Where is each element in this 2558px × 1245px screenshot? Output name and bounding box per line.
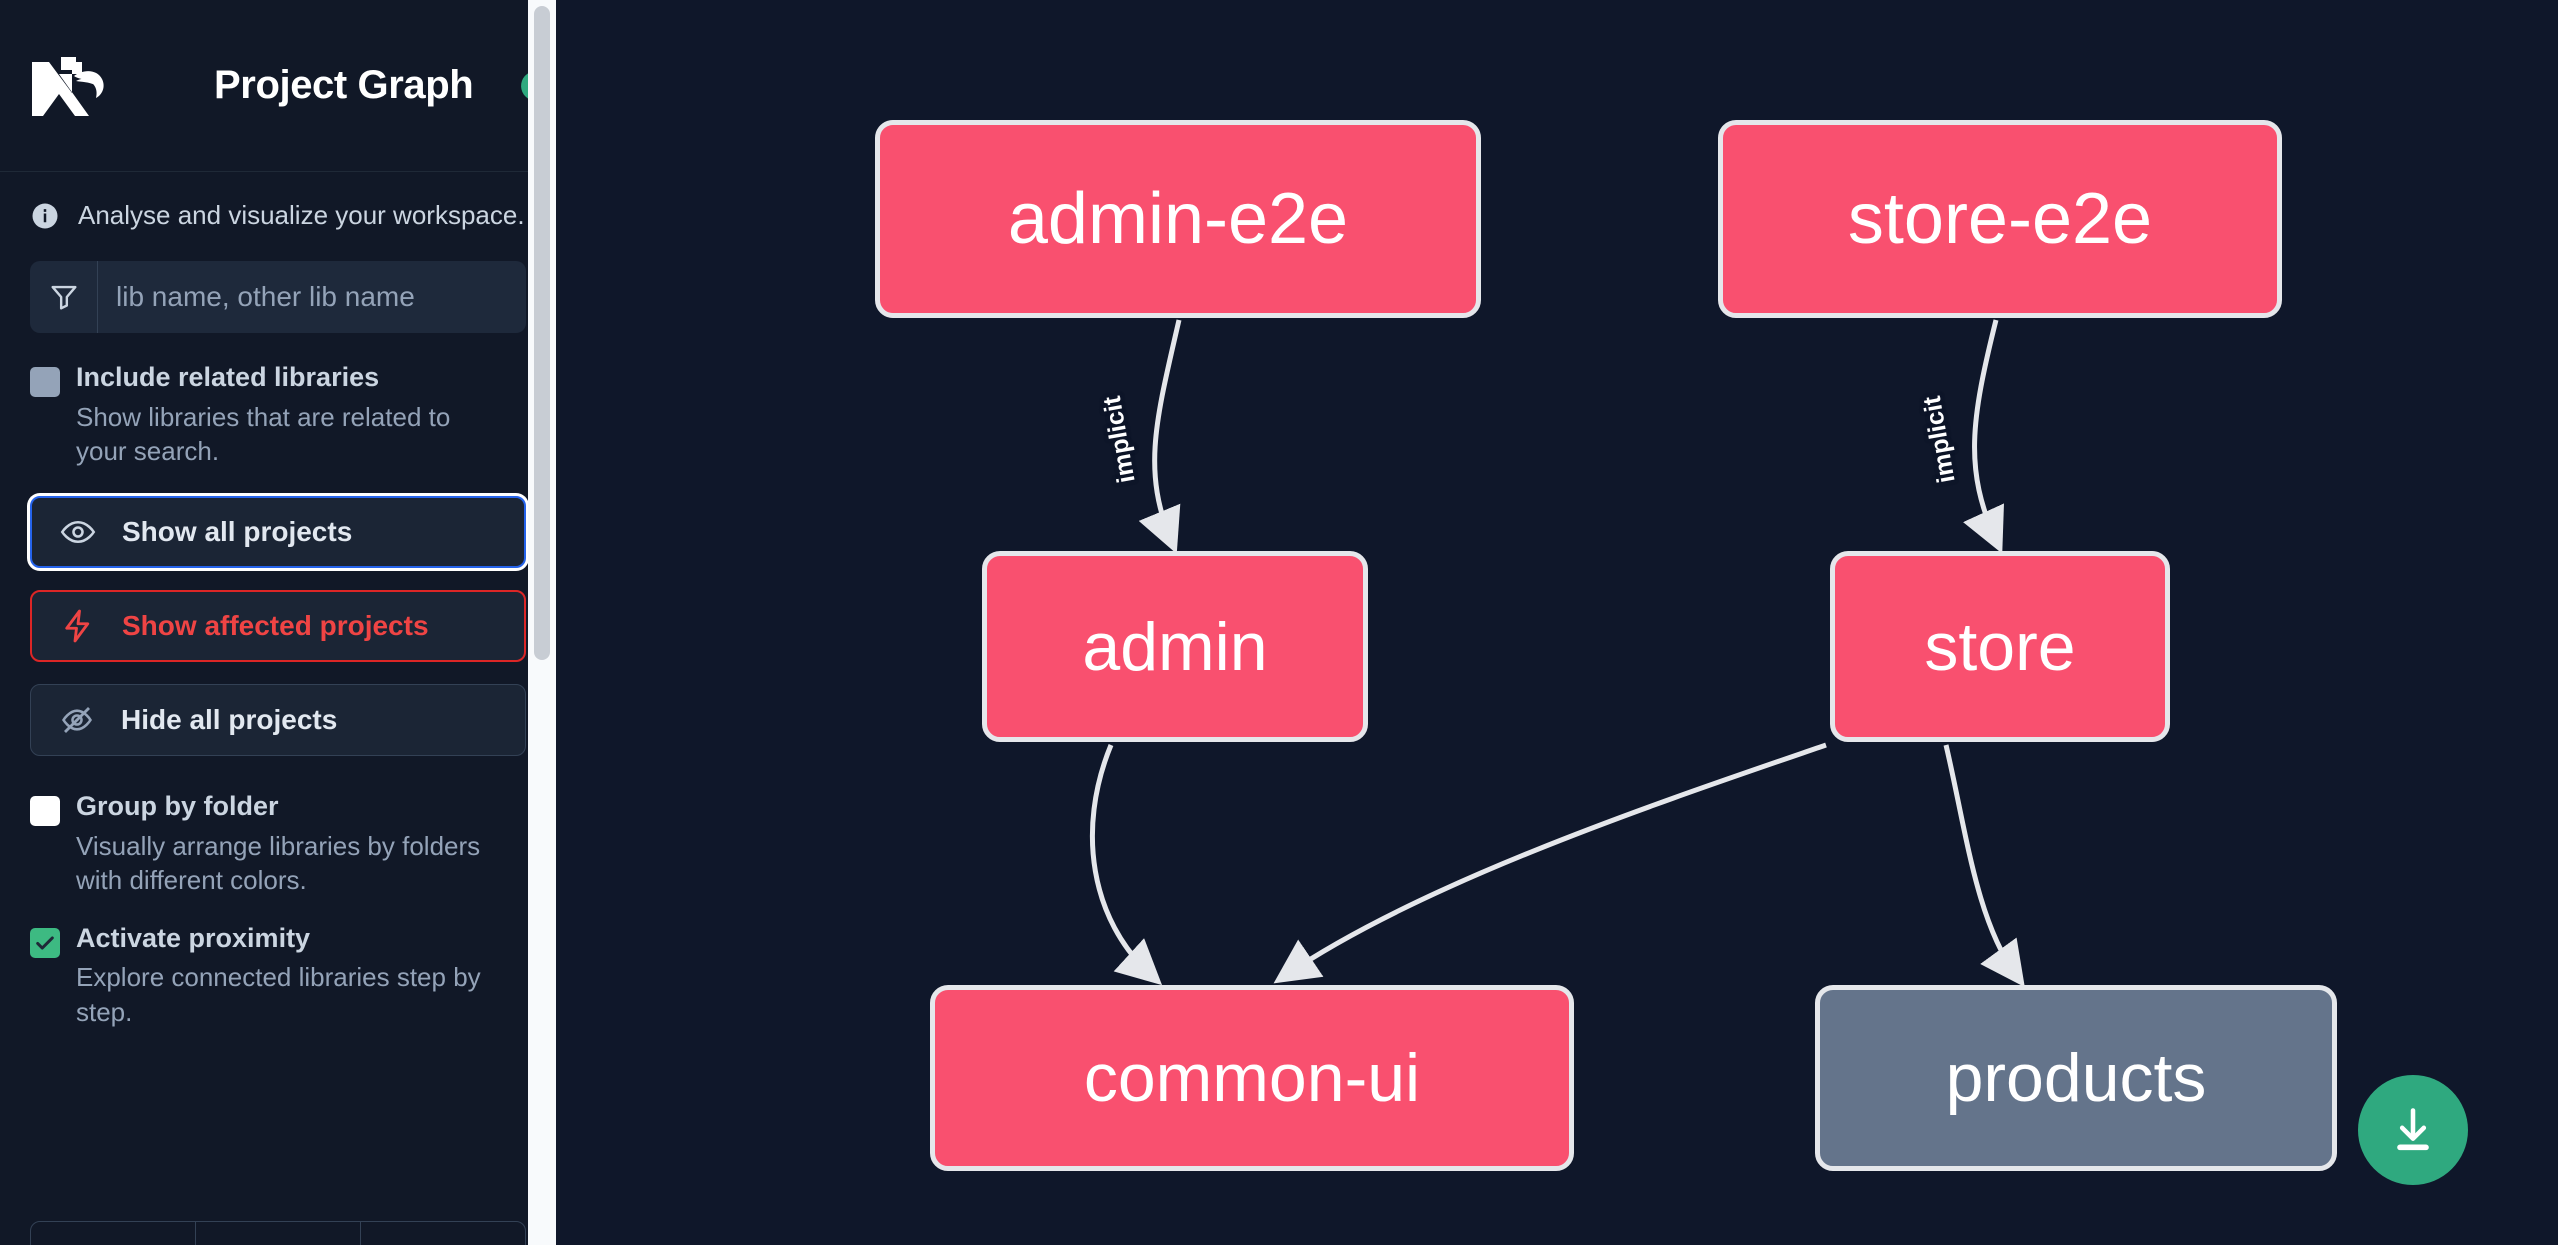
eye-off-icon: [59, 702, 95, 738]
show-affected-projects-button[interactable]: Show affected projects: [30, 590, 526, 663]
sidebar-scrollbar-thumb[interactable]: [534, 6, 550, 660]
graph-node-products-label: products: [1945, 1040, 2207, 1116]
graph-node-admin-e2e-label: admin-e2e: [1007, 179, 1349, 259]
page-title: Project Graph: [214, 63, 474, 107]
hide-all-projects-button[interactable]: Hide all projects: [30, 684, 526, 757]
info-icon: [30, 201, 60, 231]
checkbox-group-by-folder[interactable]: Group by folder Visually arrange librari…: [0, 756, 556, 897]
graph-node-products[interactable]: products: [1815, 985, 2337, 1171]
graph-node-admin[interactable]: admin: [982, 551, 1368, 742]
graph-node-common-ui-label: common-ui: [1083, 1040, 1421, 1116]
sidebar: Project Graph Analyse and visualize your…: [0, 0, 556, 1245]
proximity-step-value[interactable]: [196, 1222, 361, 1245]
checkbox-group-by-folder-label: Group by folder: [76, 791, 279, 822]
checkbox-activate-proximity-description: Explore connected libraries step by step…: [76, 962, 481, 1027]
proximity-stepper-control[interactable]: [30, 1221, 526, 1245]
download-button[interactable]: [2358, 1075, 2468, 1185]
search-input[interactable]: [98, 261, 526, 333]
graph-canvas[interactable]: admin-e2e store-e2e admin store common-u…: [556, 0, 2558, 1245]
checkbox-include-related-libraries[interactable]: Include related libraries Show libraries…: [0, 333, 556, 468]
checkbox-include-related-libraries-label: Include related libraries: [76, 362, 380, 392]
show-all-projects-button[interactable]: Show all projects: [30, 496, 526, 569]
checkbox-activate-proximity-box[interactable]: [30, 927, 60, 958]
show-all-projects-label: Show all projects: [122, 516, 353, 548]
project-visibility-buttons: Show all projects Show affected projects: [0, 468, 556, 757]
checkbox-activate-proximity[interactable]: Activate proximity Explore connected lib…: [0, 898, 556, 1029]
checkbox-include-related-libraries-description: Show libraries that are related to your …: [76, 401, 451, 466]
graph-node-admin-e2e[interactable]: admin-e2e: [875, 120, 1481, 318]
graph-node-store-e2e[interactable]: store-e2e: [1718, 120, 2282, 318]
sidebar-info: Analyse and visualize your workspace.: [0, 172, 556, 231]
graph-node-common-ui[interactable]: common-ui: [930, 985, 1574, 1171]
search-box[interactable]: [30, 261, 526, 333]
graph-edges: [1089, 319, 2025, 988]
proximity-step-increase[interactable]: [361, 1222, 525, 1245]
sidebar-scrollbar[interactable]: [528, 0, 556, 1245]
checkbox-include-related-libraries-box[interactable]: [30, 367, 60, 397]
edge-store-to-products: [1943, 744, 2025, 988]
graph-node-store-label: store: [1924, 608, 2076, 685]
hide-all-projects-label: Hide all projects: [121, 704, 338, 736]
checkbox-group-by-folder-description: Visually arrange libraries by folders wi…: [76, 831, 481, 896]
edge-admin-e2e-to-admin: [1138, 319, 1182, 554]
lightning-icon: [60, 608, 96, 644]
nx-logo: [30, 54, 122, 118]
proximity-step-decrease[interactable]: [31, 1222, 196, 1245]
eye-icon: [60, 514, 96, 550]
graph-node-store[interactable]: store: [1830, 551, 2170, 742]
edge-admin-to-common-ui: [1089, 744, 1163, 986]
filter-icon: [30, 261, 98, 333]
checkbox-activate-proximity-label: Activate proximity: [76, 922, 311, 953]
edge-store-e2e-to-store: [1963, 319, 2005, 554]
sidebar-header: Project Graph: [0, 0, 556, 172]
checkbox-group-by-folder-box[interactable]: [30, 796, 60, 827]
search-row: [0, 231, 556, 333]
download-icon: [2387, 1104, 2439, 1156]
graph-node-store-e2e-label: store-e2e: [1847, 179, 2153, 259]
edge-store-to-common-ui: [1273, 742, 1827, 984]
sidebar-info-text: Analyse and visualize your workspace.: [78, 200, 525, 230]
graph-node-admin-label: admin: [1082, 608, 1268, 685]
show-affected-projects-label: Show affected projects: [122, 610, 429, 642]
